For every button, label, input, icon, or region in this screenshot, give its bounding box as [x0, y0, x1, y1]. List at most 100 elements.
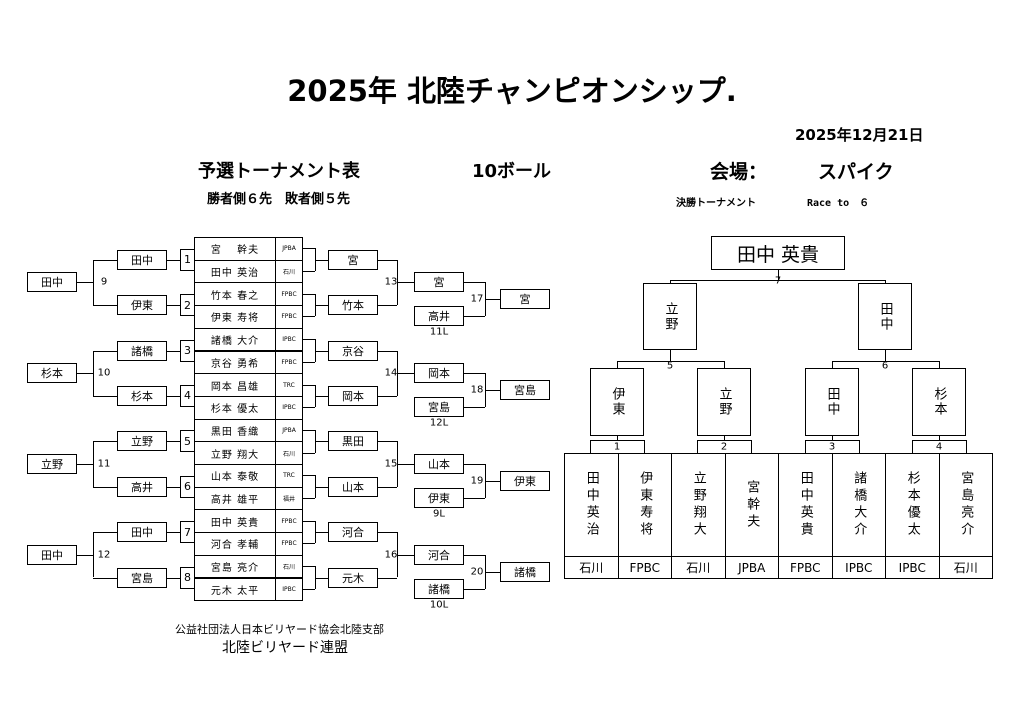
prelim-heading: 予選トーナメント表: [198, 161, 360, 182]
connector-line: [315, 395, 328, 397]
connector-line: [315, 577, 328, 579]
player-name: 宮島 亮介: [195, 555, 276, 578]
prelim-race: 勝者側６先 敗者側５先: [207, 192, 351, 207]
semifinal-box: 立野: [643, 283, 697, 350]
connector-line: [378, 259, 397, 261]
connector-line: [697, 440, 698, 453]
connector-line: [617, 361, 724, 362]
entrant-org-cell: JPBA: [724, 556, 779, 579]
winner-box: 杉本: [27, 363, 77, 384]
match-number: 1: [613, 441, 621, 453]
quarterfinal-box: 立野: [697, 368, 751, 436]
connector-line: [167, 305, 180, 307]
loser-box: 伊東: [414, 488, 464, 508]
connector-line: [77, 464, 93, 465]
loser-box: 宮島: [414, 397, 464, 418]
connector-line: [464, 407, 485, 409]
match-number: 8: [180, 566, 195, 589]
match-number: 9: [100, 276, 108, 288]
connector-line: [378, 350, 397, 352]
loser-box: 河合: [328, 522, 378, 543]
player-org: IPBC: [282, 336, 296, 344]
connector-line: [93, 577, 117, 579]
winner-box: 立野: [117, 431, 167, 452]
connector-line: [302, 588, 315, 590]
entrant-org-cell: IPBC: [831, 556, 886, 579]
player-row: 田中 英治石川: [194, 259, 303, 284]
connector-line: [778, 270, 779, 280]
match-number: 15: [384, 458, 398, 470]
connector-line: [485, 390, 500, 392]
player-name: 立野 翔大: [195, 442, 276, 464]
connector-line: [302, 452, 315, 454]
player-row: 高井 雄平福井: [194, 486, 303, 511]
final-race: Race to ６: [807, 198, 870, 209]
loser-final-box: 宮島: [500, 380, 550, 401]
player-name: 岡本 昌雄: [195, 374, 276, 396]
match-number: 12: [97, 549, 111, 561]
connector-line: [315, 441, 328, 443]
connector-line: [397, 464, 414, 465]
venue-name: スパイク: [818, 161, 894, 183]
connector-line: [93, 259, 94, 306]
connector-line: [315, 486, 328, 488]
connector-line: [302, 384, 315, 386]
entrant-name-cell: 宮幹夫: [724, 453, 779, 557]
loser-box: 元木: [328, 567, 378, 588]
connector-line: [302, 407, 315, 409]
connector-line: [617, 361, 618, 368]
connector-line: [77, 554, 93, 556]
match-number: 16: [384, 549, 398, 561]
player-org: TRC: [283, 472, 295, 480]
connector-line: [485, 571, 500, 573]
entrant-name-cell: 杉本優太: [885, 453, 940, 557]
player-name: 黒田 香織: [195, 419, 276, 442]
connector-line: [590, 440, 591, 453]
player-org: IPBC: [282, 404, 296, 412]
connector-line: [912, 440, 966, 441]
player-org: FPBC: [281, 313, 297, 321]
footer-league: 北陸ビリヤード連盟: [222, 640, 348, 656]
connector-line: [464, 282, 485, 284]
connector-line: [939, 436, 940, 440]
player-name: 高井 雄平: [195, 487, 276, 510]
connector-line: [77, 373, 93, 375]
entrant-name: 立野翔大: [690, 471, 706, 539]
connector-line: [697, 440, 751, 441]
connector-line: [724, 436, 725, 440]
connector-line: [167, 486, 180, 488]
connector-line: [832, 436, 833, 440]
connector-line: [93, 395, 117, 397]
match-number: 4: [935, 441, 943, 453]
connector-line: [670, 280, 671, 283]
winner-box: 田中: [117, 522, 167, 543]
match-number: 1: [180, 248, 195, 271]
player-org: FPBC: [281, 517, 297, 525]
match-number: 11: [97, 458, 111, 470]
connector-line: [397, 441, 398, 487]
winner-box: 田中: [117, 249, 167, 270]
player-name: 元木 太平: [195, 578, 276, 601]
connector-line: [485, 299, 500, 301]
entrant-name: 宮島亮介: [958, 471, 974, 539]
entrant-name: 杉本優太: [904, 471, 920, 539]
connector-line: [670, 350, 671, 361]
connector-line: [751, 440, 752, 453]
match-number: 4: [180, 384, 195, 407]
connector-line: [93, 259, 117, 261]
match-number: 17: [470, 293, 484, 305]
player-org: JPBA: [282, 426, 296, 434]
loss-note: 10L: [429, 599, 449, 611]
player-org: 石川: [282, 450, 295, 458]
loser-box: 岡本: [414, 363, 464, 384]
player-org: TRC: [283, 381, 295, 389]
player-row: 山本 泰敬 TRC: [194, 464, 303, 488]
winner-box: 立野: [27, 454, 77, 474]
connector-line: [315, 532, 328, 534]
connector-line: [378, 577, 397, 579]
connector-line: [93, 350, 117, 352]
player-name: 山本 泰敬: [195, 465, 276, 487]
